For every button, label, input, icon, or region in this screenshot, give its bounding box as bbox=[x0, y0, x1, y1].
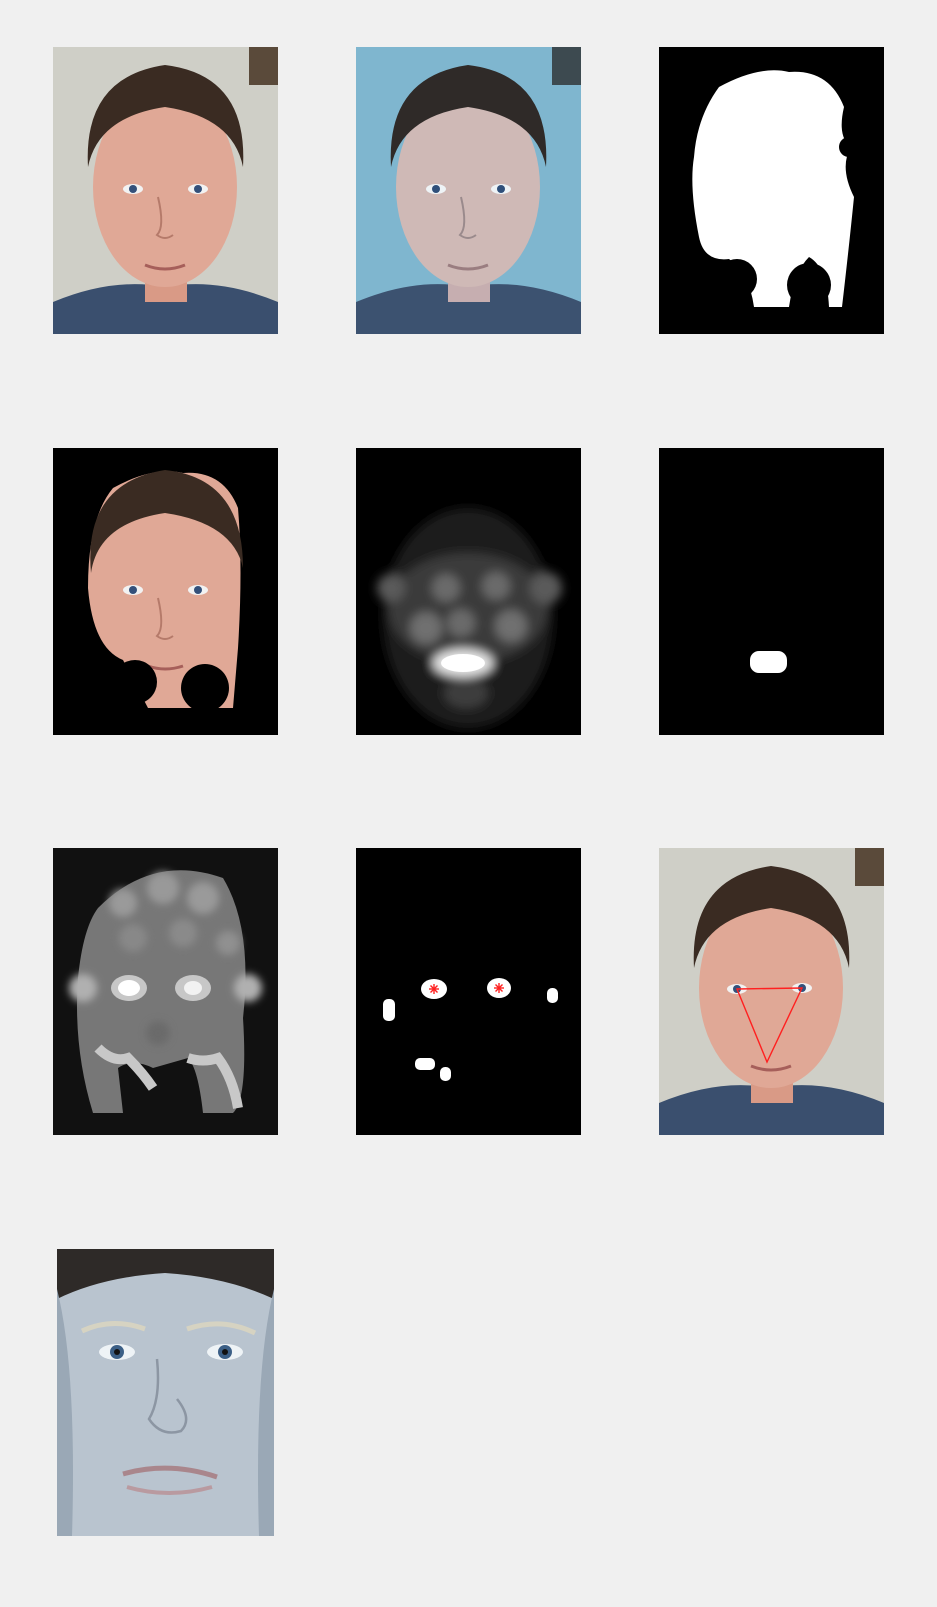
mouth-map-image bbox=[356, 448, 581, 735]
panel-mouth-map bbox=[356, 448, 581, 735]
panel-masked-face bbox=[53, 448, 278, 735]
masked-face-image bbox=[53, 448, 278, 735]
detected-triangle-image bbox=[659, 848, 884, 1135]
color-corrected-photo-image bbox=[356, 47, 581, 334]
panel-original-photo bbox=[53, 47, 278, 334]
panel-eye-map bbox=[53, 848, 278, 1135]
eye-candidates-image bbox=[356, 848, 581, 1135]
panel-eye-candidates bbox=[356, 848, 581, 1135]
eye-map-image bbox=[53, 848, 278, 1135]
cropped-face-image bbox=[57, 1249, 274, 1536]
right-eye-marker bbox=[494, 983, 504, 993]
face-triangle bbox=[735, 987, 804, 1064]
skin-mask-image bbox=[659, 47, 884, 334]
panel-color-corrected-photo bbox=[356, 47, 581, 334]
panel-cropped-face bbox=[57, 1249, 274, 1536]
panel-detected-triangle bbox=[659, 848, 884, 1135]
panel-skin-mask bbox=[659, 47, 884, 334]
panel-mouth-mask bbox=[659, 448, 884, 735]
left-eye-marker bbox=[429, 984, 439, 994]
original-photo-image bbox=[53, 47, 278, 334]
mouth-mask-image bbox=[659, 448, 884, 735]
